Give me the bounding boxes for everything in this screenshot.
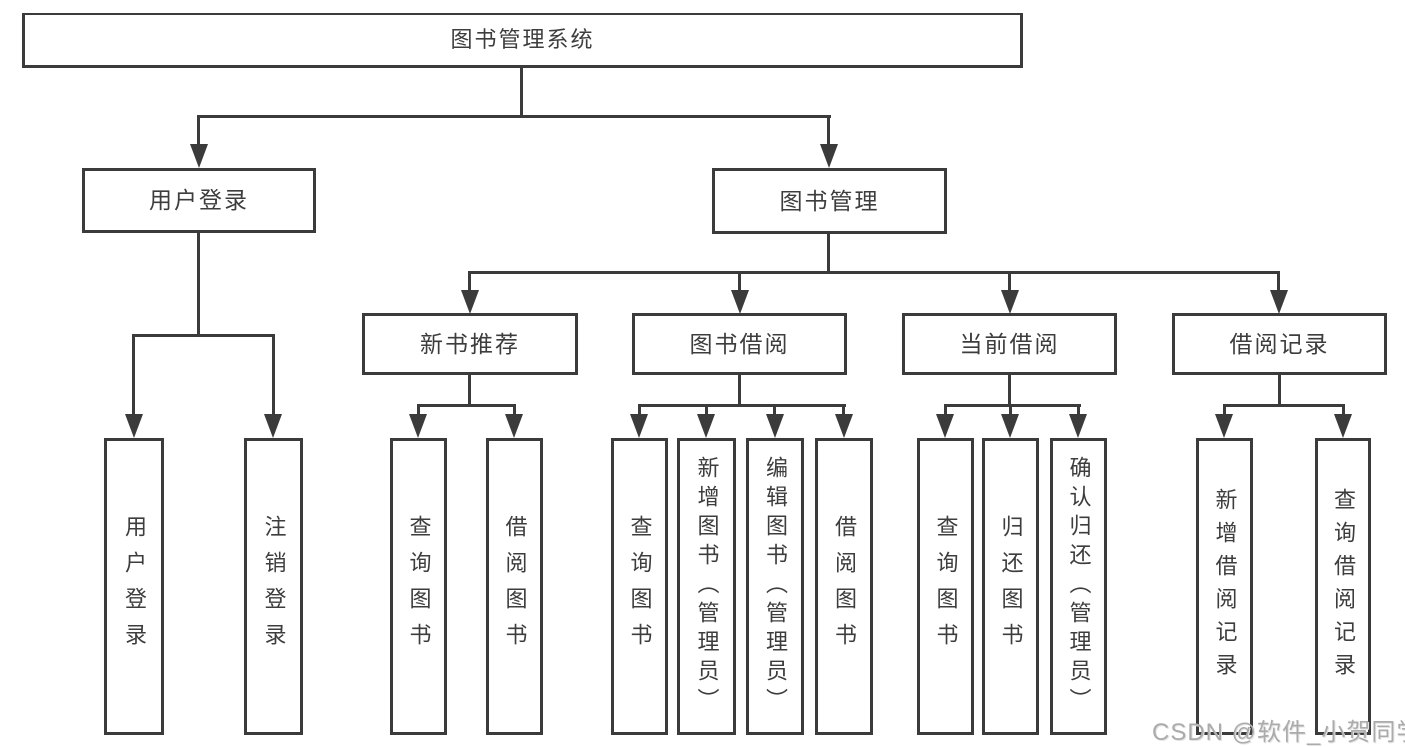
node-borrowing-records: 借阅记录 [1172, 313, 1387, 375]
connector-root-stem [520, 68, 523, 117]
connector-module1-stem [468, 375, 471, 406]
csdn-watermark: CSDN @软件_小贺同学 [1152, 719, 1405, 746]
node-label: 确认归还（管理员） [1066, 456, 1092, 717]
node-label: 查询图书 [933, 514, 959, 659]
arrow-down-icon [936, 414, 954, 438]
connector-drop-module1 [468, 271, 471, 294]
connector-drop-leaf3 [417, 404, 420, 418]
node-label: 新书推荐 [420, 330, 520, 357]
connector-drop-leaf13 [1342, 404, 1345, 418]
connector-module4-hbar [1223, 404, 1345, 407]
arrow-down-icon [1001, 290, 1019, 314]
connector-drop-leaf5 [638, 404, 641, 418]
connector-drop-user-login [197, 115, 200, 148]
node-leaf-add-borrow-record: 新增借阅记录 [1196, 438, 1253, 735]
node-current-borrowing: 当前借阅 [902, 313, 1117, 375]
arrow-down-icon [630, 414, 648, 438]
connector-module4-stem [1278, 375, 1281, 406]
arrow-down-icon [1215, 414, 1233, 438]
node-label: 用户登录 [122, 514, 147, 659]
node-leaf-borrow-books-recommend: 借阅图书 [486, 438, 543, 735]
node-label: 归还图书 [998, 514, 1024, 659]
arrow-down-icon [697, 414, 715, 438]
node-leaf-edit-books-admin: 编辑图书（管理员） [746, 438, 804, 735]
node-label: 注销登录 [261, 514, 287, 659]
arrow-down-icon [835, 414, 853, 438]
arrow-down-icon [125, 414, 143, 438]
connector-drop-leaf9 [944, 404, 947, 418]
node-leaf-user-login: 用户登录 [104, 438, 164, 735]
node-new-book-recommend: 新书推荐 [362, 313, 578, 375]
arrow-down-icon [409, 414, 427, 438]
arrow-down-icon [1001, 414, 1019, 438]
arrow-down-icon [820, 144, 838, 168]
node-user-login: 用户登录 [82, 168, 316, 233]
node-leaf-query-books-borrowing: 查询图书 [611, 438, 668, 735]
connector-drop-leaf7 [773, 404, 776, 418]
connector-drop-leaf1 [132, 334, 135, 418]
connector-module3-hbar [944, 404, 1081, 407]
connector-userlogin-hbar [132, 334, 275, 337]
connector-root-hbar [197, 115, 831, 118]
node-leaf-logout: 注销登录 [244, 438, 303, 735]
connector-module2-hbar [638, 404, 846, 407]
connector-drop-leaf4 [513, 404, 516, 418]
node-label: 查询借阅记录 [1331, 487, 1356, 686]
node-label: 查询图书 [406, 514, 432, 659]
node-leaf-query-books-current: 查询图书 [917, 438, 974, 735]
node-leaf-borrow-books: 借阅图书 [815, 438, 873, 735]
connector-module2-stem [738, 375, 741, 406]
connector-drop-module4 [1277, 271, 1280, 294]
arrow-down-icon [1270, 290, 1288, 314]
arrow-down-icon [1334, 414, 1352, 438]
connector-userlogin-stem [197, 233, 200, 336]
node-label: 图书管理系统 [450, 27, 595, 52]
arrow-down-icon [766, 414, 784, 438]
connector-drop-leaf11 [1077, 404, 1080, 418]
connector-drop-leaf12 [1223, 404, 1226, 418]
node-book-borrowing: 图书借阅 [632, 313, 847, 375]
connector-module1-hbar [417, 404, 516, 407]
node-label: 编辑图书（管理员） [763, 456, 788, 717]
node-leaf-confirm-return-admin: 确认归还（管理员） [1050, 438, 1107, 735]
node-label: 用户登录 [149, 187, 249, 213]
node-root-library-system: 图书管理系统 [22, 13, 1023, 68]
node-label: 借阅图书 [502, 514, 528, 659]
connector-drop-leaf10 [1009, 404, 1012, 418]
node-label: 图书借阅 [689, 330, 790, 357]
node-leaf-add-books-admin: 新增图书（管理员） [677, 438, 736, 735]
connector-drop-leaf8 [842, 404, 845, 418]
node-leaf-query-borrow-record: 查询借阅记录 [1315, 438, 1371, 735]
arrow-down-icon [264, 414, 282, 438]
node-label: 借阅记录 [1229, 330, 1330, 357]
node-label: 当前借阅 [959, 330, 1060, 357]
node-leaf-return-books: 归还图书 [982, 438, 1039, 735]
connector-drop-leaf2 [272, 334, 275, 418]
arrow-down-icon [1069, 414, 1087, 438]
arrow-down-icon [731, 290, 749, 314]
node-label: 查询图书 [627, 514, 653, 659]
connector-drop-module3 [1008, 271, 1011, 294]
node-leaf-query-books-recommend: 查询图书 [390, 438, 447, 735]
arrow-down-icon [190, 144, 208, 168]
connector-bookmgmt-stem [827, 234, 830, 273]
node-label: 借阅图书 [832, 514, 857, 659]
node-label: 新增借阅记录 [1212, 487, 1238, 686]
arrow-down-icon [505, 414, 523, 438]
node-label: 图书管理 [779, 187, 880, 214]
connector-drop-book-mgmt [827, 115, 830, 148]
node-book-management: 图书管理 [712, 168, 947, 234]
connector-drop-module2 [738, 271, 741, 294]
connector-drop-leaf6 [705, 404, 708, 418]
node-label: 新增图书（管理员） [694, 456, 720, 717]
arrow-down-icon [461, 290, 479, 314]
connector-bookmgmt-hbar [468, 271, 1280, 274]
connector-module3-stem [1008, 375, 1011, 406]
